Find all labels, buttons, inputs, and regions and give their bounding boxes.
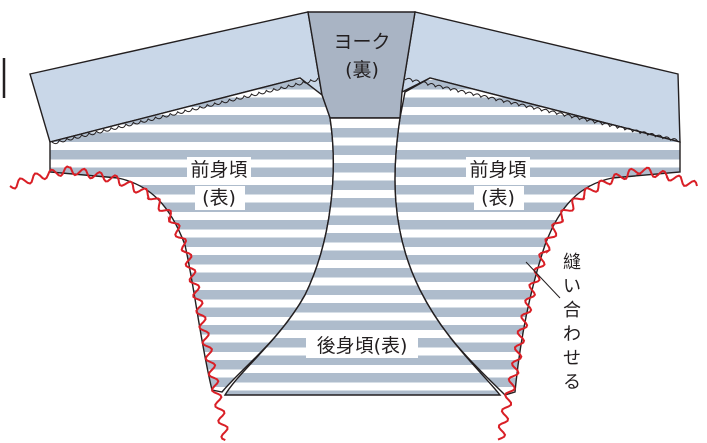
stripe [0,395,707,405]
stripe [225,320,500,330]
leader-line [525,261,561,299]
sew-together-note: 縫 い 合 わ せ る [563,252,581,393]
sew-note-char: わ [563,324,581,345]
stripe [50,237,334,247]
overlock-seam-left [51,77,319,145]
stripe [394,237,680,247]
back-body-outline [223,117,502,396]
front-right-label-line1: 前身頃 [469,159,526,181]
yoke-label-line2: (裏) [345,59,379,81]
stripe [225,268,500,278]
stripe [225,285,500,295]
stripe [225,180,500,190]
stripe [50,202,334,212]
stripe [50,255,334,265]
stripe [394,185,680,195]
stripe [225,390,500,395]
front-left-label-line1: 前身頃 [190,159,247,181]
back-body-label: 後身頃(表) [317,335,408,357]
stripe-pattern-back [225,128,500,395]
stripe [50,115,334,125]
overlock-seam-right [404,77,679,143]
stripe [0,395,707,405]
stripe [225,163,500,173]
stripe [225,198,500,208]
stitch-line-left [9,165,229,442]
yoke-label-line1: ヨーク [333,31,390,53]
stripe [225,233,500,243]
stripe [50,132,334,142]
sew-note-char: 合 [563,300,581,321]
stripe [394,115,680,125]
stripe [50,150,334,160]
stripe [225,355,500,365]
stripe [225,128,500,138]
front-right-label-line2: (表) [481,187,515,209]
stripe [394,255,680,265]
stripe [394,220,680,230]
yoke-right-panel [401,11,681,143]
sew-note-char: せ [563,348,581,369]
stripe [225,303,500,313]
front-left-label-line2: (表) [202,187,236,209]
stripe [394,202,680,212]
sew-note-char: い [563,276,581,297]
stripe [394,167,680,177]
stitch-line-right [497,166,698,441]
stripe [394,132,680,142]
stripe [225,145,500,155]
sew-note-char: 縫 [563,252,581,273]
stripe [394,150,680,160]
stripe [50,185,334,195]
stripe [225,250,500,260]
stripe [225,215,500,225]
stripe [50,220,334,230]
sew-note-char: る [563,372,581,393]
stripe [225,373,500,383]
